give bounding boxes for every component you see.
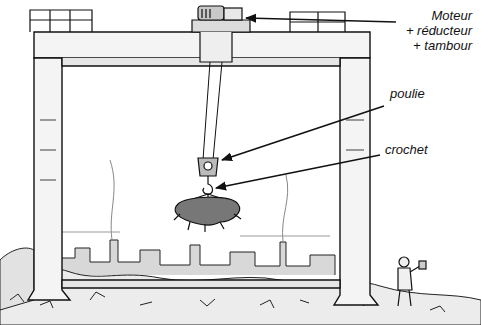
scrap-ground <box>0 248 481 325</box>
gantry-frame <box>28 32 378 305</box>
railings <box>30 10 345 32</box>
part-label: poulie <box>390 86 425 101</box>
leader-line <box>222 106 384 160</box>
trolley-motor <box>192 6 250 62</box>
part-label-multiline: Moteur + réducteur + tambour <box>406 8 472 53</box>
factory-background <box>60 160 335 275</box>
cables <box>203 62 222 160</box>
leader-line <box>246 18 396 22</box>
pulley <box>198 158 218 176</box>
part-label: crochet <box>385 142 428 157</box>
leader-line <box>216 155 380 188</box>
operator-figure <box>398 257 426 306</box>
leader-arrows <box>216 18 396 188</box>
